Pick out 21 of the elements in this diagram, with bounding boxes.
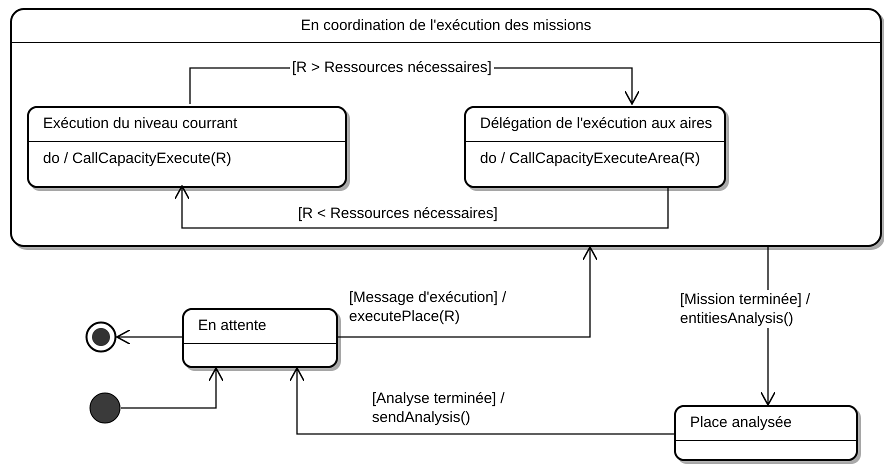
transition-arrow	[121, 367, 224, 409]
state-action: do / CallCapacityExecute(R)	[43, 148, 232, 169]
state-box	[464, 106, 726, 188]
transition-arrow	[289, 367, 674, 435]
final-state	[85, 321, 117, 353]
transition-arrow	[174, 185, 669, 229]
edge-label: [R > Ressources nécessaires]	[290, 58, 494, 77]
initial-state	[89, 392, 121, 424]
state-name: Exécution du niveau courrant	[43, 114, 238, 134]
state-name: Délégation de l'exécution aux aires	[480, 114, 712, 134]
state-box	[674, 405, 858, 461]
state-name: Place analysée	[690, 413, 792, 434]
transition-arrow	[116, 329, 182, 345]
composite-state	[10, 8, 882, 247]
state-name: En coordination de l'exécution des missions	[300, 16, 592, 36]
edge-label: [R < Ressources nécessaires]	[296, 204, 500, 223]
state-action: do / CallCapacityExecuteArea(R)	[480, 148, 700, 169]
transition-arrow	[338, 246, 598, 338]
state-box	[27, 106, 347, 188]
state-box	[182, 308, 338, 368]
state-name: En attente	[198, 316, 266, 336]
